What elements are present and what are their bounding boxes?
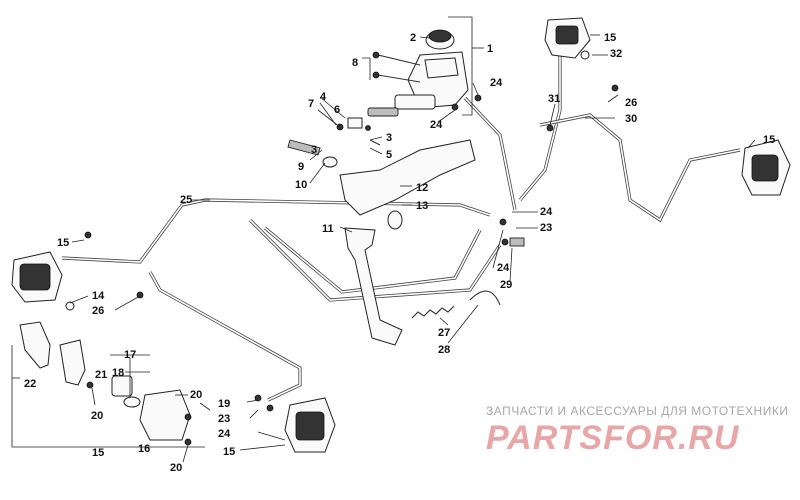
label-10: 10 <box>295 179 307 191</box>
master-cylinder <box>367 29 469 117</box>
label-8: 8 <box>352 57 358 69</box>
label-26b: 26 <box>625 97 637 109</box>
label-14: 14 <box>92 290 105 302</box>
label-22: 22 <box>24 378 36 390</box>
label-20c: 20 <box>170 462 182 474</box>
label-16: 16 <box>138 443 150 455</box>
label-23a: 23 <box>540 222 552 234</box>
label-26a: 26 <box>92 305 104 317</box>
label-6: 6 <box>334 104 340 116</box>
label-24c: 24 <box>540 206 553 218</box>
caliper-exploded <box>19 321 192 446</box>
label-19: 19 <box>218 398 230 410</box>
label-18: 18 <box>112 367 124 379</box>
label-15a: 15 <box>57 237 69 249</box>
label-24d: 24 <box>497 262 510 274</box>
label-25: 25 <box>180 194 192 206</box>
label-15d: 15 <box>92 447 104 459</box>
brake-pedal <box>339 139 476 346</box>
watermark-logo: PARTSFOR.RU <box>486 419 740 457</box>
label-3b: 3 <box>311 144 317 156</box>
brake-switch <box>501 237 525 247</box>
label-5: 5 <box>386 149 392 161</box>
brake-lines <box>61 55 741 402</box>
part-labels: 1 2 3 3 4 5 6 7 8 9 10 11 12 13 14 15 15… <box>24 32 775 474</box>
label-11: 11 <box>322 223 334 235</box>
label-2: 2 <box>410 32 416 44</box>
label-31: 31 <box>548 93 560 105</box>
label-24e: 24 <box>218 428 231 440</box>
label-12: 12 <box>416 182 428 194</box>
caliper-right-front <box>544 17 591 60</box>
caliper-rear <box>284 397 336 453</box>
label-30: 30 <box>625 113 637 125</box>
caliper-right-rear <box>741 139 791 196</box>
label-15c: 15 <box>763 134 775 146</box>
label-1: 1 <box>487 43 493 55</box>
label-3a: 3 <box>386 132 392 144</box>
label-23b: 23 <box>218 413 230 425</box>
label-4: 4 <box>320 91 327 103</box>
label-27: 27 <box>438 327 450 339</box>
label-17: 17 <box>124 349 136 361</box>
leader-lines <box>11 16 756 463</box>
pushrod-hardware <box>336 117 381 146</box>
label-24b: 24 <box>430 119 443 131</box>
return-spring <box>411 290 501 319</box>
label-15b: 15 <box>604 32 616 44</box>
label-20a: 20 <box>190 389 202 401</box>
label-15e: 15 <box>223 446 235 458</box>
label-20b: 20 <box>91 410 103 422</box>
watermark-caption: ЗАПЧАСТИ И АКСЕССУАРЫ ДЛЯ МОТОТЕХНИКИ <box>486 404 789 418</box>
label-13: 13 <box>416 200 428 212</box>
label-9: 9 <box>298 161 304 173</box>
label-21: 21 <box>95 369 107 381</box>
label-24a: 24 <box>490 77 503 89</box>
pivot-bolt <box>287 139 338 168</box>
label-28: 28 <box>438 344 450 356</box>
label-7: 7 <box>308 98 314 110</box>
caliper-left-front <box>11 251 75 311</box>
label-29: 29 <box>500 279 512 291</box>
label-32: 32 <box>610 48 622 60</box>
